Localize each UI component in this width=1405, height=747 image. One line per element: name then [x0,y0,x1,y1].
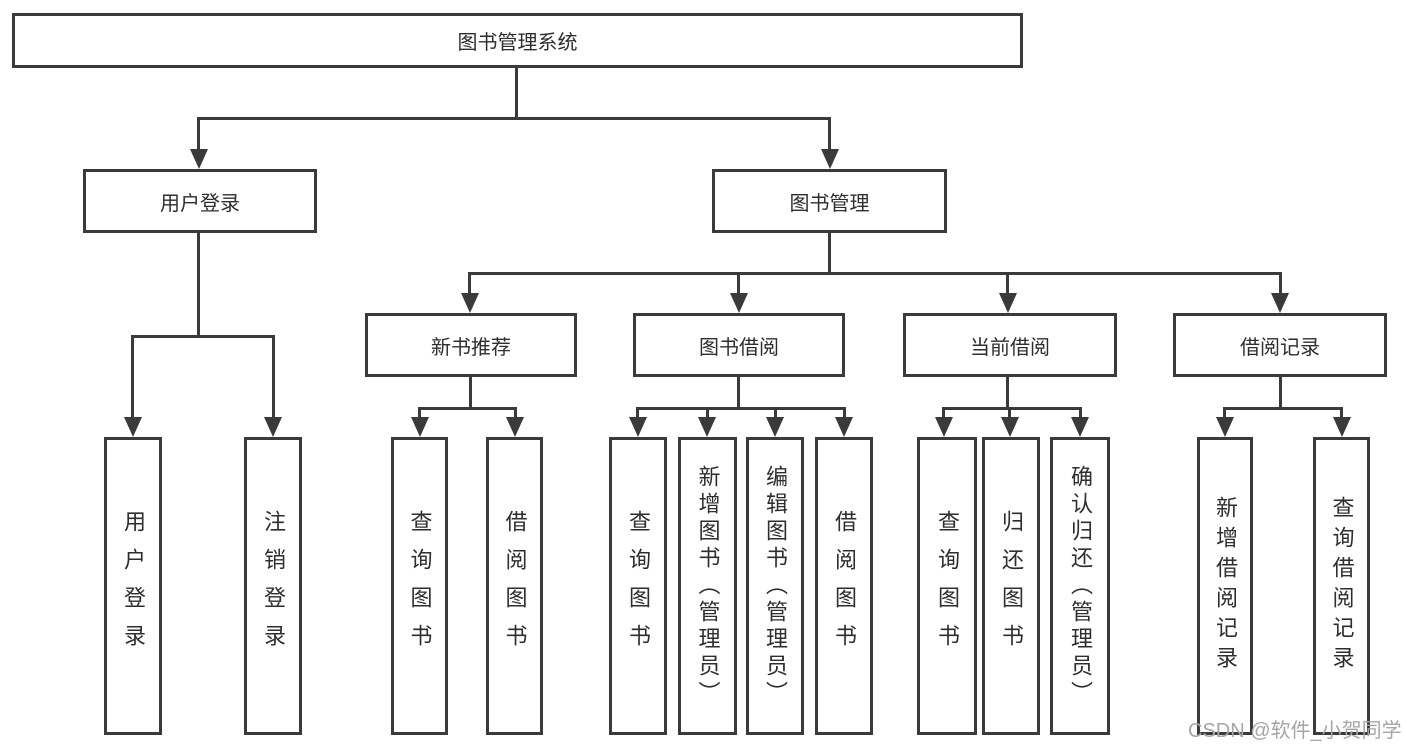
connector-stub-borrowing-leaf4 [843,407,846,421]
arrowhead-leaf-user-login [124,417,142,437]
connector-records-horizontal [1223,407,1343,410]
connector-login-horizontal [131,335,275,338]
arrowhead-newbook-leaf1 [411,417,429,437]
connector-stub-current-leaf3 [1079,407,1082,421]
connector-stub-newbook-leaf2 [514,407,517,421]
connector-borrowing-horizontal [636,407,846,410]
connector-stub-records-leaf2 [1340,407,1343,421]
connector-stub-newbook [468,272,471,298]
node-borrowing-records: 借阅记录 [1173,313,1387,377]
leaf-add-books-admin: 新增图书（管理员） [678,437,737,735]
connector-current-down [1006,377,1009,409]
leaf-confirm-return-admin: 确认归还（管理员） [1050,437,1110,735]
connector-mgmt-down [828,233,831,274]
node-current-borrowing: 当前借阅 [903,313,1117,377]
arrowhead-borrowing-leaf4 [835,417,853,437]
connector-current-horizontal [942,407,1082,410]
arrowhead-records-leaf2 [1333,417,1351,437]
connector-newbook-down [469,377,472,409]
connector-level1-horizontal [197,117,831,120]
connector-stub-newbook-leaf1 [418,407,421,421]
connector-stub-current-leaf1 [942,407,945,421]
leaf-query-borrow-record: 查询借阅记录 [1313,437,1370,735]
arrowhead-borrowing [730,293,748,313]
arrowhead-current-leaf2 [1001,417,1019,437]
arrowhead-records-leaf1 [1216,417,1234,437]
connector-borrowing-down [737,377,740,409]
csdn-watermark: CSDN @软件_小贺同学 [1188,720,1402,742]
leaf-newbook-borrow-books: 借阅图书 [486,437,543,735]
connector-stub-borrowing [737,272,740,298]
connector-stub-book-management [828,117,831,153]
connector-level2-horizontal [468,272,1282,275]
connector-stub-records [1279,272,1282,298]
connector-stub-user-login [197,117,200,153]
connector-stub-borrowing-leaf2 [706,407,709,421]
node-book-borrowing: 图书借阅 [633,313,845,377]
arrowhead-current [999,293,1017,313]
arrowhead-borrowing-leaf3 [766,417,784,437]
connector-stub-current-leaf2 [1008,407,1011,421]
leaf-logout: 注销登录 [244,437,302,735]
connector-newbook-horizontal [418,407,517,410]
arrowhead-newbook [461,293,479,313]
arrowhead-borrowing-leaf1 [629,417,647,437]
leaf-user-login: 用户登录 [104,437,162,735]
arrowhead-user-login [190,149,208,169]
arrowhead-current-leaf3 [1071,417,1089,437]
arrowhead-borrowing-leaf2 [698,417,716,437]
leaf-borrow-query-books: 查询图书 [609,437,667,735]
arrowhead-newbook-leaf2 [506,417,524,437]
connector-stub-leaf-logout [272,335,275,421]
leaf-newbook-query-books: 查询图书 [391,437,448,735]
leaf-add-borrow-record: 新增借阅记录 [1197,437,1253,735]
node-new-book-recommendation: 新书推荐 [365,313,577,377]
connector-stub-records-leaf1 [1223,407,1226,421]
connector-login-down [197,233,200,335]
leaf-return-books: 归还图书 [982,437,1040,735]
arrowhead-leaf-logout [264,417,282,437]
connector-stub-leaf-user-login [131,335,134,421]
connector-stub-borrowing-leaf3 [774,407,777,421]
node-book-management: 图书管理 [712,169,947,233]
connector-records-down [1279,377,1282,409]
arrowhead-book-management [821,149,839,169]
connector-stub-borrowing-leaf1 [636,407,639,421]
leaf-edit-books-admin: 编辑图书（管理员） [746,437,804,735]
node-library-system: 图书管理系统 [12,13,1023,68]
leaf-borrow-borrow-books: 借阅图书 [815,437,873,735]
connector-stub-current [1006,272,1009,298]
arrowhead-records [1271,293,1289,313]
node-user-login: 用户登录 [83,169,317,233]
leaf-current-query-books: 查询图书 [917,437,977,735]
arrowhead-current-leaf1 [935,417,953,437]
connector-root-down [515,68,518,117]
